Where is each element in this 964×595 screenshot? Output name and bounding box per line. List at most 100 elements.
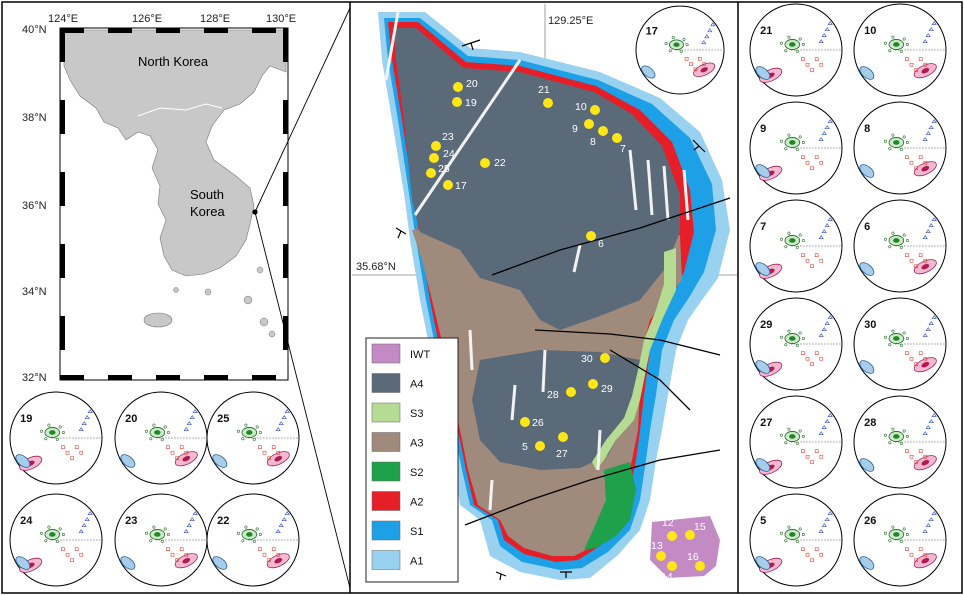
legend-swatch-a4	[371, 373, 401, 393]
lon-tick-label: 130°E	[266, 13, 296, 25]
site-marker	[535, 441, 545, 451]
site-label: 28	[547, 389, 559, 401]
stereonet-28: 28	[853, 395, 947, 489]
label-south-korea-2: Korea	[190, 204, 225, 219]
stereonet-29: 29	[749, 297, 843, 391]
site-marker	[480, 158, 490, 168]
site-label: 29	[601, 383, 613, 395]
stereonet-9: 9	[749, 101, 843, 195]
site-label: 16	[687, 551, 699, 563]
site-label: 27	[556, 448, 568, 460]
stereonet-label: 27	[760, 417, 772, 429]
site-marker	[667, 531, 677, 541]
site-marker	[598, 126, 608, 136]
lon-tick-label: 126°E	[132, 13, 162, 25]
site-marker	[543, 98, 553, 108]
legend-label-s1: S1	[410, 526, 423, 538]
lon-tick-label: 128°E	[200, 13, 230, 25]
site-marker	[586, 231, 596, 241]
site-label: 30	[581, 353, 593, 365]
site-marker	[426, 168, 436, 178]
stereonet-19: 19	[9, 391, 103, 485]
stereonet-5: 5	[749, 493, 843, 587]
site-marker	[453, 82, 463, 92]
stereonet-label: 7	[760, 221, 766, 233]
geologic-map	[352, 4, 737, 581]
stereonet-label: 8	[864, 123, 870, 135]
site-label: 13	[651, 540, 663, 552]
site-marker	[612, 133, 622, 143]
site-label: 17	[455, 180, 467, 192]
legend-swatch-a1	[371, 550, 401, 570]
stereonet-label: 29	[760, 319, 772, 331]
stereonet-24: 24	[9, 493, 103, 587]
site-marker	[566, 387, 576, 397]
label-north-korea: North Korea	[138, 54, 209, 69]
legend-swatch-s2	[371, 461, 401, 482]
site-marker	[452, 97, 462, 107]
legend-label-a3: A3	[410, 438, 423, 450]
stereonet-23: 23	[114, 493, 208, 587]
lat-tick-label: 36°N	[22, 200, 47, 212]
lat-tick-label: 32°N	[22, 372, 47, 384]
island	[256, 266, 264, 274]
unit-S2	[584, 462, 636, 550]
korea-location-map: North Korea South Korea 124°E 126°E 128°…	[22, 13, 296, 384]
stereonet-label: 25	[217, 413, 229, 425]
site-marker	[685, 530, 695, 540]
stereonet-label: 9	[760, 123, 766, 135]
site-label: 7	[620, 143, 626, 155]
legend-swatch-a2	[371, 491, 401, 511]
stereonets-left: 19 20 25 24 23 22	[9, 391, 300, 587]
stereonet-21: 21	[749, 3, 843, 97]
callout-line-top	[254, 7, 351, 213]
site-marker	[590, 105, 600, 115]
faults	[464, 197, 731, 526]
site-marker	[656, 551, 666, 561]
stereonets-right: 21 10 9 8 7 6 29 30 27 28 5 26	[749, 3, 947, 587]
stereonet-25: 25	[206, 391, 300, 485]
stereonet-label: 19	[20, 413, 32, 425]
stereonet-label: 28	[864, 417, 876, 429]
stereonet-7: 7	[749, 199, 843, 293]
stereonet-label: 10	[864, 25, 876, 37]
stereonet-8: 8	[853, 101, 947, 195]
site-marker	[600, 353, 610, 363]
site-label: 22	[494, 157, 506, 169]
legend-swatch-a3	[371, 432, 401, 452]
map-lon-label: 129.25°E	[548, 15, 593, 27]
stereonet-label: 5	[760, 515, 766, 527]
stereonet-label: 30	[864, 319, 876, 331]
unit-S3	[592, 248, 676, 470]
stereonet-10: 10	[853, 3, 947, 97]
stereonet-label: 22	[217, 515, 229, 527]
stereonet-label: 24	[20, 515, 33, 527]
callout-line-bottom	[254, 211, 351, 589]
unit-A4	[394, 28, 680, 330]
stereonet-6: 6	[853, 199, 947, 293]
stereonet-20: 20	[114, 391, 208, 485]
lat-tick-label: 38°N	[22, 112, 47, 124]
stereonet-26: 26	[853, 493, 947, 587]
site-label: 15	[694, 521, 706, 533]
site-marker	[695, 561, 705, 571]
site-marker	[429, 153, 439, 163]
site-marker	[584, 119, 594, 129]
frame-scale-bars	[60, 28, 288, 380]
site-marker	[443, 180, 453, 190]
legend-label-a2: A2	[410, 497, 423, 509]
label-south-korea-1: South	[190, 187, 224, 202]
korea-border-line	[137, 103, 223, 117]
legend-swatch-iwt	[371, 343, 401, 364]
map-lat-label: 35.68°N	[356, 261, 396, 273]
site-label: 24	[443, 148, 455, 160]
site-label: 26	[532, 417, 544, 429]
site-label: 12	[662, 517, 674, 529]
site-label: 21	[538, 84, 550, 96]
island	[259, 317, 269, 327]
bedding-symbols	[395, 39, 706, 581]
island	[268, 330, 276, 338]
